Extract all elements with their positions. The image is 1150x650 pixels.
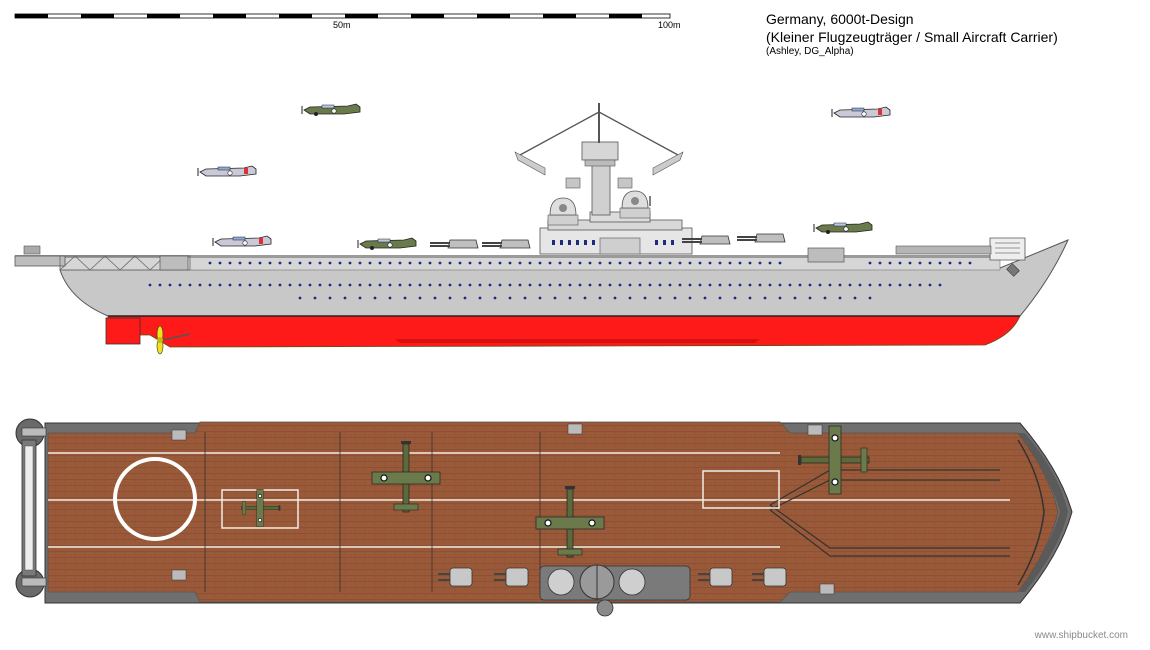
gun-turret-4 xyxy=(736,233,786,243)
elevator-fwd xyxy=(702,470,780,509)
scale-label-100m: 100m xyxy=(658,20,681,30)
aa-gun-bow xyxy=(807,247,845,263)
aircraft-deck-3 xyxy=(813,221,873,235)
island xyxy=(514,103,693,255)
aa-gun-stern xyxy=(159,255,189,271)
title-line-1: Germany, 6000t-Design xyxy=(766,11,914,27)
aircraft-flying-3 xyxy=(831,106,891,118)
portholes xyxy=(148,261,972,300)
ship-side-profile xyxy=(14,103,1069,355)
gun-turret-2 xyxy=(481,239,531,249)
fire-control-director-fwd xyxy=(619,190,651,219)
island-top-view xyxy=(539,564,691,617)
credit-line: (Ashley, DG_Alpha) xyxy=(766,46,854,57)
title-line-2: (Kleiner Flugzeugträger / Small Aircraft… xyxy=(766,29,1058,45)
aircraft-deck-1 xyxy=(212,235,272,247)
fire-control-director-aft xyxy=(547,197,579,226)
aircraft-deck-2 xyxy=(357,237,417,251)
watermark: www.shipbucket.com xyxy=(1034,630,1128,641)
ship-top-view xyxy=(15,418,1073,617)
stern-posts xyxy=(15,418,47,598)
aircraft-flying-2 xyxy=(197,165,257,177)
aircraft-flying-1 xyxy=(301,103,361,117)
rudder xyxy=(105,317,141,345)
landing-circle xyxy=(113,457,197,541)
scale-label-50m: 50m xyxy=(333,20,351,30)
upper-hull xyxy=(59,239,1069,317)
gun-turret-1 xyxy=(429,239,479,249)
propeller xyxy=(156,325,191,355)
scale-bar xyxy=(14,13,671,19)
